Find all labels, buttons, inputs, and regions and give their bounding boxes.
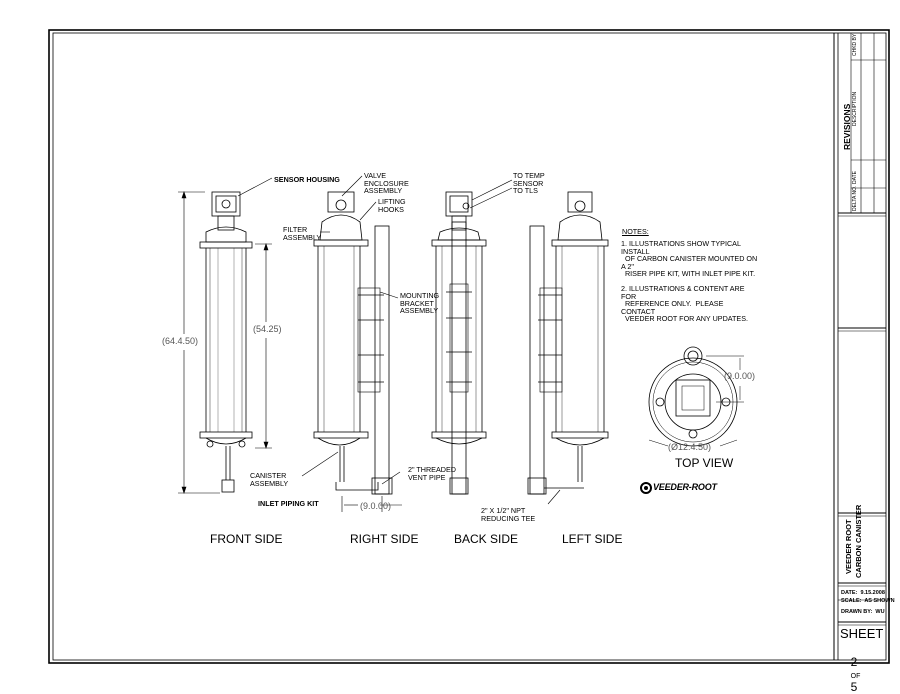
rev-col-delta-no: DELTA NO. bbox=[852, 185, 858, 211]
rev-col-chkd-by: CHKD BY bbox=[852, 33, 858, 56]
label-filter-assembly: FILTER ASSEMBLY bbox=[283, 225, 322, 242]
tb-sheet-label: SHEET bbox=[840, 626, 884, 641]
inner-border bbox=[52, 32, 887, 661]
title-block bbox=[833, 33, 886, 660]
note-2: 2. ILLUSTRATIONS & CONTENT ARE FOR REFER… bbox=[621, 284, 749, 324]
label-inlet-piping-kit: INLET PIPING KIT bbox=[258, 499, 319, 508]
sheet-total: 5 bbox=[850, 679, 858, 694]
veeder-root-logo: VEEDER-ROOT bbox=[653, 482, 717, 492]
view-title-left: LEFT SIDE bbox=[562, 532, 623, 546]
view-title-right: RIGHT SIDE bbox=[350, 532, 419, 546]
dim-pipe-offset: (9.0.00) bbox=[360, 501, 392, 511]
drawing-title: CARBON CANISTER bbox=[854, 504, 863, 578]
view-title-top: TOP VIEW bbox=[675, 456, 734, 470]
label-canister-assembly: CANISTER ASSEMBLY bbox=[250, 471, 289, 488]
view-title-front: FRONT SIDE bbox=[210, 532, 283, 546]
sheet-current: 2 bbox=[850, 654, 858, 669]
dim-diameter: (Ø12.4.50) bbox=[668, 442, 712, 452]
label-sensor-housing: SENSOR HOUSING bbox=[274, 175, 340, 184]
left-side-drawing bbox=[527, 191, 609, 495]
top-view-drawing bbox=[648, 346, 744, 447]
front-side-drawing bbox=[199, 191, 253, 493]
dim-overall-height: (64.4.50) bbox=[162, 336, 199, 346]
label-mounting-bracket: MOUNTING BRACKET ASSEMBLY bbox=[400, 291, 440, 316]
front-dimensions bbox=[178, 191, 272, 494]
tb-drawn-by: DRAWN BY: WU bbox=[841, 609, 885, 615]
tb-sheet-number: 2 OF 5 bbox=[844, 643, 861, 694]
label-valve-enclosure: VALVE ENCLOSURE ASSEMBLY bbox=[364, 171, 409, 196]
outer-border bbox=[48, 29, 890, 664]
dim-top-offset: (9.0.00) bbox=[724, 371, 756, 381]
right-side-drawing bbox=[313, 191, 393, 495]
company-name: VEEDER ROOT bbox=[844, 519, 853, 574]
notes-heading: NOTES: bbox=[622, 227, 649, 236]
label-lifting-hooks: LIFTING HOOKS bbox=[378, 197, 406, 214]
leader-lines bbox=[237, 175, 561, 505]
tb-date: DATE: 9.15.2008 bbox=[841, 590, 885, 596]
dim-canister-height: (54.25) bbox=[253, 324, 282, 334]
right-dimensions bbox=[341, 496, 402, 512]
rev-col-date: DATE bbox=[852, 171, 858, 184]
label-to-temp-sensor: TO TEMP SENSOR TO TLS bbox=[513, 171, 545, 196]
rev-col-description: DESCRIPTION bbox=[852, 91, 858, 126]
revisions-heading: REVISIONS bbox=[842, 103, 852, 150]
veeder-root-logo-mark bbox=[640, 482, 652, 494]
note-1: 1. ILLUSTRATIONS SHOW TYPICAL INSTALL OF… bbox=[621, 239, 758, 279]
label-threaded-vent-pipe: 2" THREADED VENT PIPE bbox=[408, 465, 456, 482]
label-reducing-tee: 2" X 1/2" NPT REDUCING TEE bbox=[481, 506, 536, 523]
drawing-sheet bbox=[48, 29, 890, 664]
view-title-back: BACK SIDE bbox=[454, 532, 519, 546]
back-side-drawing bbox=[431, 191, 487, 495]
tb-scale: SCALE: AS SHOWN bbox=[841, 598, 895, 604]
